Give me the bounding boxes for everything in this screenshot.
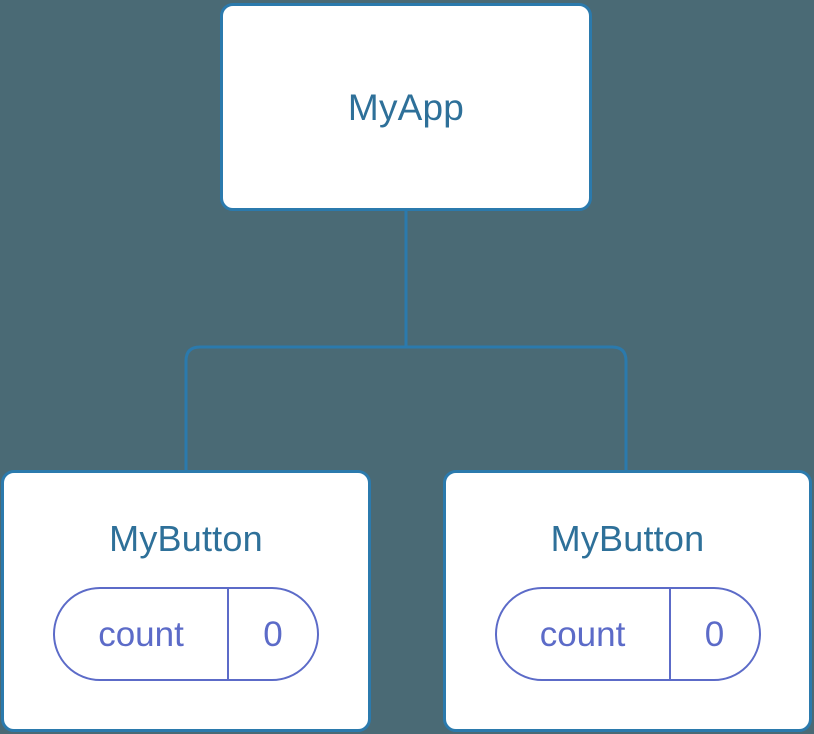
state-value-cell: 0	[671, 589, 759, 679]
state-key-label: count	[98, 614, 184, 654]
state-value-cell: 0	[229, 589, 317, 679]
state-key-cell: count	[55, 589, 229, 679]
state-pill[interactable]: count 0	[53, 587, 319, 681]
component-node-title: MyButton	[109, 518, 263, 559]
state-value-label: 0	[704, 614, 725, 654]
state-key-label: count	[539, 614, 626, 654]
connector-branch-left	[184, 345, 406, 472]
component-node-title: MyApp	[347, 86, 465, 128]
component-node-mybutton-2[interactable]: MyButton count 0	[443, 470, 812, 732]
connector-branch-right	[406, 345, 628, 472]
component-node-mybutton-1[interactable]: MyButton count 0	[1, 470, 371, 732]
state-pill[interactable]: count 0	[494, 587, 761, 681]
state-key-cell: count	[497, 589, 671, 679]
component-node-title: MyButton	[550, 518, 705, 559]
component-node-myapp[interactable]: MyApp	[220, 3, 592, 211]
state-value-label: 0	[263, 614, 283, 654]
